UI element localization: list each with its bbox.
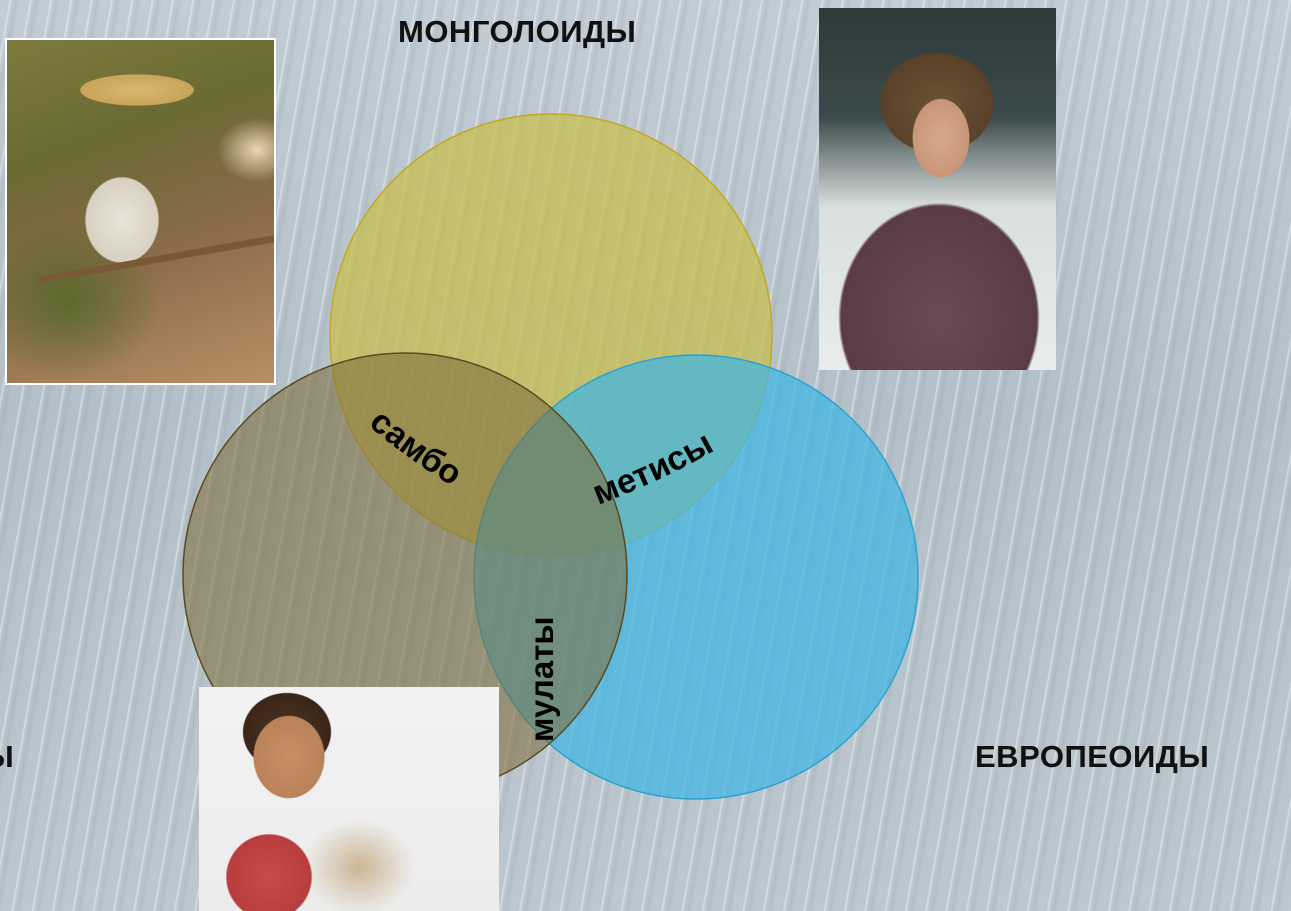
label-mongoloids: МОНГОЛОИДЫ [398, 14, 637, 49]
label-left-race: ИДЫ [0, 739, 14, 775]
woman-with-mug-photo [819, 8, 1056, 370]
label-europeoids: ЕВРОПЕОИДЫ [975, 739, 1210, 774]
man-with-hat-photo [5, 38, 276, 385]
child-photo [199, 687, 499, 911]
mulaty-label: мулаты [523, 616, 560, 742]
